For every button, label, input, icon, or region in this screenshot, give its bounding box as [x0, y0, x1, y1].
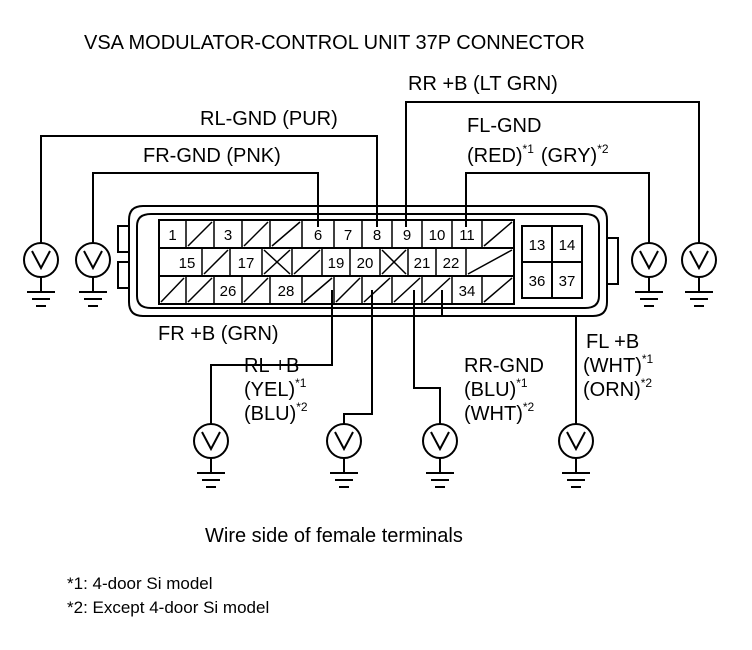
- footnote-2: *2: Except 4-door Si model: [67, 598, 269, 617]
- label-fl-plus-b-color2: (ORN): [583, 379, 641, 401]
- note-mark-2: *2: [641, 376, 653, 390]
- cavity-x: [381, 249, 407, 275]
- cavity-blank: [483, 221, 513, 247]
- label-rr-plus-b: RR +B (LT GRN): [408, 73, 558, 95]
- svg-text:(RED)*1(GRY)*2: (RED)*1 (GRY)*2: [467, 142, 609, 167]
- note-mark-2: *2: [296, 400, 308, 414]
- pin-number-11: 11: [459, 227, 475, 244]
- ground-icon: [330, 472, 358, 488]
- label-fl-gnd-color1: (RED): [467, 145, 523, 167]
- note-mark-2: *2: [597, 142, 609, 156]
- terminal-grid: [160, 220, 515, 304]
- cavity-blank: [393, 277, 421, 303]
- footnote-1: *1: 4-door Si model: [67, 574, 213, 593]
- pin-number-34: 34: [459, 283, 476, 300]
- wire-lines: [40, 101, 700, 426]
- diagram-title: VSA MODULATOR-CONTROL UNIT 37P CONNECTOR: [84, 32, 585, 54]
- ground-icon: [685, 291, 713, 307]
- label-rr-gnd-color2: (WHT): [464, 403, 523, 425]
- pin-number-9: 9: [403, 227, 411, 244]
- label-rl-plus-b: RL +B: [244, 355, 299, 377]
- cavity-blank: [303, 277, 333, 303]
- label-rr-gnd: RR-GND: [464, 355, 544, 377]
- diagram-caption: Wire side of female terminals: [205, 525, 463, 547]
- voltmeters: [23, 242, 717, 488]
- voltmeter-icon: [681, 242, 717, 307]
- pin-number-20: 20: [357, 255, 374, 272]
- pin-number-26: 26: [220, 283, 237, 300]
- ground-icon: [562, 472, 590, 488]
- pin-number-21: 21: [414, 255, 431, 272]
- cavity-blank: [293, 249, 321, 275]
- note-mark-2: *2: [523, 400, 535, 414]
- pin-number-15: 15: [179, 255, 196, 272]
- cavity-blank: [363, 277, 391, 303]
- pin-number-8: 8: [373, 227, 381, 244]
- svg-text:(YEL)*1: (YEL)*1: [244, 376, 307, 401]
- cavity-blank: [243, 277, 269, 303]
- pin-number-6: 6: [314, 227, 322, 244]
- ground-icon: [27, 291, 55, 307]
- ground-icon: [426, 472, 454, 488]
- voltmeter-icon: [23, 242, 59, 307]
- cavity-blank: [271, 221, 301, 247]
- cavity-blank: [483, 277, 513, 303]
- voltmeter-icon: [631, 242, 667, 307]
- ground-icon: [635, 291, 663, 307]
- svg-text:(BLU)*2: (BLU)*2: [244, 400, 308, 425]
- voltmeter-icon: [422, 423, 458, 488]
- cavity-blank: [187, 277, 213, 303]
- pin-number-17: 17: [238, 255, 255, 272]
- ground-icon: [79, 291, 107, 307]
- note-mark-1: *1: [295, 376, 307, 390]
- ground-icon: [197, 472, 225, 488]
- pin-number-1: 1: [168, 227, 176, 244]
- svg-text:(BLU)*1: (BLU)*1: [464, 376, 528, 401]
- label-fl-gnd: FL-GND: [467, 115, 541, 137]
- svg-text:(ORN)*2: (ORN)*2: [583, 376, 652, 401]
- label-rr-gnd-color1: (BLU): [464, 379, 516, 401]
- label-fl-plus-b: FL +B: [586, 331, 639, 353]
- cavity-blank: [467, 249, 513, 275]
- note-mark-1: *1: [642, 352, 654, 366]
- cavity-blank: [203, 249, 229, 275]
- label-fl-gnd-color2: (GRY): [541, 145, 597, 167]
- cavity-blank: [423, 277, 451, 303]
- pin-number-14: 14: [559, 237, 576, 254]
- cavity-blank: [187, 221, 213, 247]
- label-rl-plus-b-color1: (YEL): [244, 379, 295, 401]
- cavity-blank: [335, 277, 361, 303]
- cavity-blank: [243, 221, 269, 247]
- pin-number-37: 37: [559, 273, 576, 290]
- voltmeter-icon: [193, 423, 229, 488]
- connector-body: [117, 205, 619, 317]
- pin-number-36: 36: [529, 273, 546, 290]
- pin-number-28: 28: [278, 283, 295, 300]
- voltmeter-icon: [326, 423, 362, 488]
- pin-number-7: 7: [344, 227, 352, 244]
- cavity-x: [263, 249, 291, 275]
- voltmeter-icon: [558, 423, 594, 488]
- pin-number-13: 13: [529, 237, 546, 254]
- label-rl-plus-b-color2: (BLU): [244, 403, 296, 425]
- label-fl-plus-b-color1: (WHT): [583, 355, 642, 377]
- svg-text:(WHT)*1: (WHT)*1: [583, 352, 654, 377]
- note-mark-1: *1: [523, 142, 535, 156]
- cavity-blank: [160, 277, 185, 303]
- pin-number-22: 22: [443, 255, 460, 272]
- pin-number-10: 10: [429, 227, 446, 244]
- label-fr-gnd: FR-GND (PNK): [143, 145, 281, 167]
- pin-number-3: 3: [224, 227, 232, 244]
- note-mark-1: *1: [516, 376, 528, 390]
- pin-number-19: 19: [328, 255, 345, 272]
- voltmeter-icon: [75, 242, 111, 307]
- label-rl-gnd: RL-GND (PUR): [200, 108, 338, 130]
- label-fr-plus-b: FR +B (GRN): [158, 323, 279, 345]
- svg-text:(WHT)*2: (WHT)*2: [464, 400, 535, 425]
